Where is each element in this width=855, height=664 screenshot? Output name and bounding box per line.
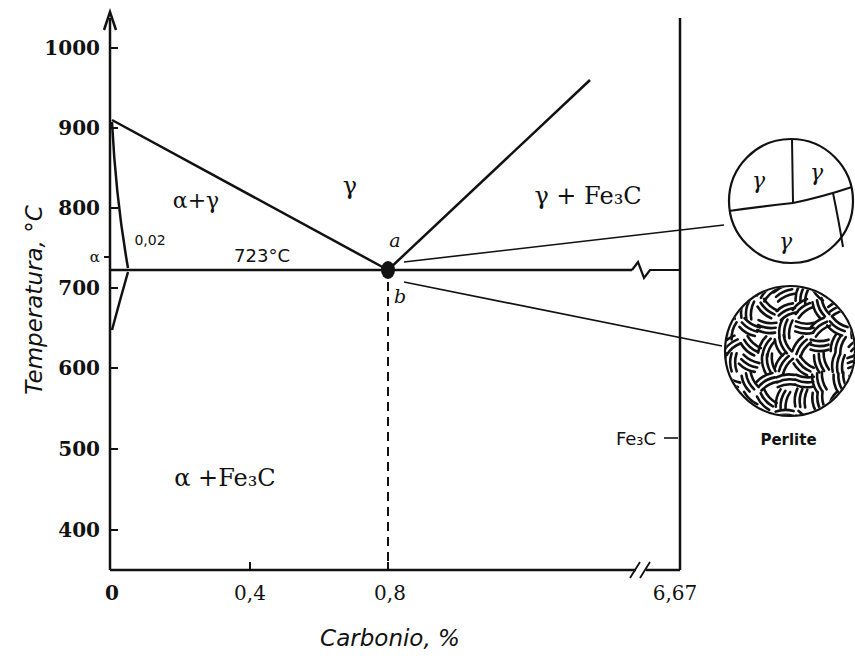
phase-symbol: γ: [779, 229, 792, 254]
pearlite-micrograph: Perlite: [722, 283, 855, 461]
axis-tick-label: 800: [58, 196, 100, 220]
axis-break: [630, 562, 650, 578]
axis-title: Carbonio, %: [320, 625, 460, 651]
x-axis: [110, 569, 636, 572]
phase-label: 0,02: [134, 232, 165, 248]
eutectoid-line: [110, 269, 632, 272]
pearlite-lamellae: [722, 283, 855, 430]
micrograph-caption: Perlite: [760, 431, 816, 449]
phase-label: α +Fe₃C: [174, 464, 275, 492]
axis-tick-label: 500: [58, 437, 100, 461]
phase-label: a: [389, 229, 400, 251]
phase-label: γ + Fe₃C: [534, 182, 641, 210]
axis-tick-label: 1000: [44, 36, 100, 60]
phase-label: Fe₃C: [616, 428, 656, 449]
line-break: [632, 262, 680, 278]
phase-label: γ: [343, 172, 357, 200]
phase-label: α+γ: [173, 188, 219, 213]
cementite-line: [679, 18, 682, 570]
eutectoid-point: [381, 261, 395, 279]
axis-tick-label: 0: [105, 581, 119, 605]
axis-tick-label: 700: [58, 276, 100, 300]
phase-symbol: γ: [752, 168, 765, 193]
tick-marks: [250, 562, 388, 570]
tick-marks: [104, 48, 118, 530]
axis-tick-label: 900: [58, 116, 100, 140]
axis-title: Temperatura, °C: [21, 205, 47, 394]
leader-line: [664, 437, 678, 439]
axis-tick-label: α: [90, 248, 100, 266]
leader-line: [404, 282, 722, 346]
axis-tick-label: 0,4: [234, 581, 266, 605]
axis-tick-label: 0,8: [374, 581, 406, 605]
y-axis: [109, 18, 112, 570]
acm-line: [388, 80, 590, 270]
eutectoid-composition: [387, 282, 389, 570]
phase-symbol: γ: [810, 160, 823, 185]
axis-tick-label: 400: [58, 518, 100, 542]
solvus-line: [112, 272, 128, 330]
axis-tick-label: 600: [58, 356, 100, 380]
leader-line: [404, 225, 724, 262]
axis-arrow: [104, 12, 116, 30]
x-axis: [646, 569, 680, 572]
phase-label: 723°C: [234, 245, 290, 266]
a3-line: [112, 120, 388, 270]
alpha-boundary: [112, 122, 128, 268]
axis-tick-label: 6,67: [653, 581, 698, 605]
austenite-micrograph: γ γ γ: [727, 137, 855, 265]
phase-label: b: [394, 285, 406, 307]
